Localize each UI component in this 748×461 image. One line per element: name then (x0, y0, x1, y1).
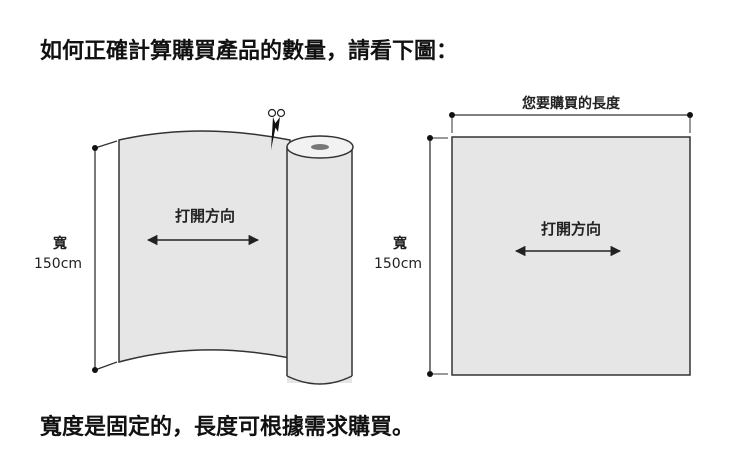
cut-sheet (451, 136, 691, 376)
unrolled-sheet (118, 130, 291, 363)
length-dimension (449, 112, 693, 133)
length-label: 您要購買的長度 (522, 95, 621, 112)
width-value: 150cm (374, 256, 422, 272)
width-value: 150cm (34, 256, 82, 272)
roll-diagram: 寬 150cm 打開方向 (34, 108, 354, 385)
roll-core (311, 144, 329, 150)
footer-note: 寬度是固定的，長度可根據需求購買。 (40, 415, 415, 440)
fabric-roll (286, 135, 354, 385)
scissors-icon (267, 108, 286, 150)
page-title: 如何正確計算購買產品的數量，請看下圖： (40, 39, 459, 64)
direction-label: 打開方向 (541, 220, 601, 238)
sheet-diagram: 您要購買的長度 寬 150cm 打開方向 (374, 95, 693, 377)
width-label: 寬 (392, 235, 407, 252)
width-dimension (92, 140, 118, 373)
direction-label: 打開方向 (175, 207, 235, 225)
width-label: 寬 (52, 235, 67, 252)
width-dimension (427, 135, 448, 377)
